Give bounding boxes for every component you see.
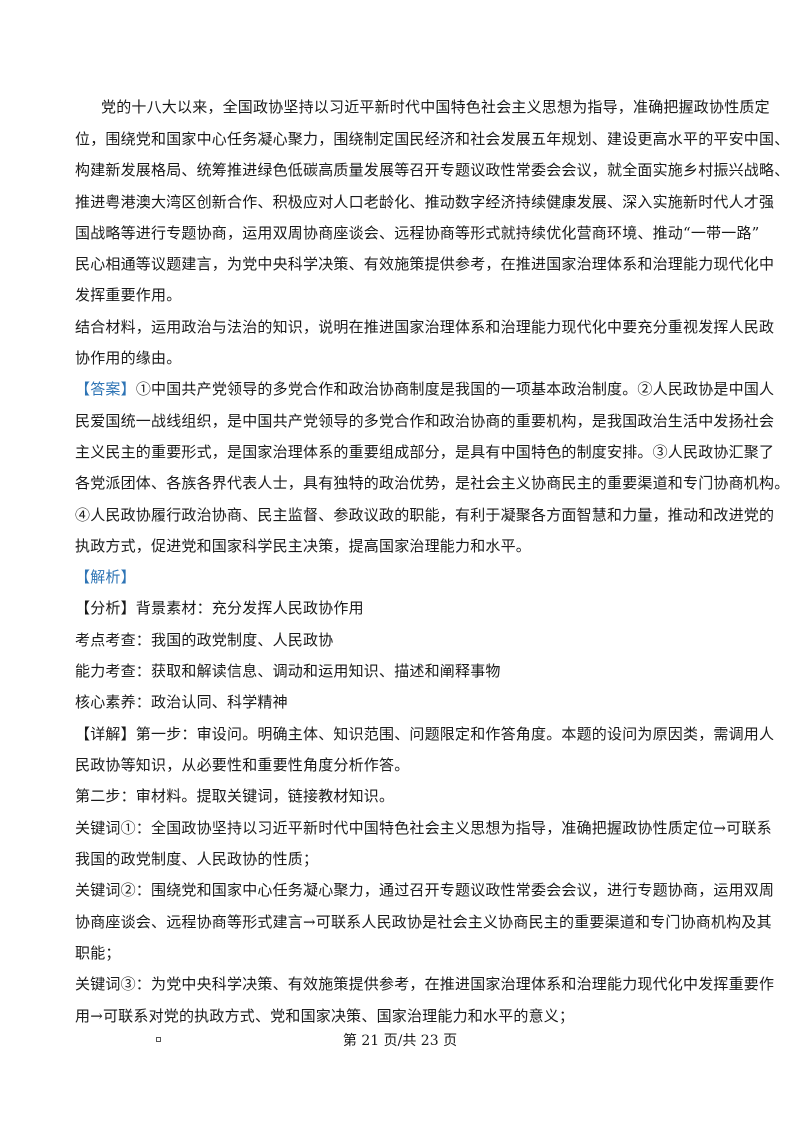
material-line: 推进粤港澳大湾区创新合作、积极应对人口老龄化、推动数字经济持续健康发展、深入实施… <box>75 193 775 211</box>
answer-line: 主义民主的重要形式，是国家治理体系的重要组成部分，是具有中国特色的制度安排。③人… <box>75 443 775 461</box>
material-line: 位，围绕党和国家中心任务凝心聚力，围绕制定国民经济和社会发展五年规划、建设更高水… <box>75 130 790 148</box>
analysis-tag: 【解析】 <box>75 568 136 586</box>
material-line: 发挥重要作用。 <box>75 286 182 304</box>
material-line: 党的十八大以来，全国政协坚持以习近平新时代中国特色社会主义思想为指导，准确把握政… <box>101 98 770 116</box>
answer-line: 民爱国统一战线组织，是中国共产党领导的多党合作和政治协商的重要机构，是我国政治生… <box>75 412 775 430</box>
answer-tag: 【答案】 <box>75 380 136 398</box>
analysis-line: 【分析】背景素材：充分发挥人民政协作用 <box>75 599 364 617</box>
analysis-line: 协商座谈会、远程协商等形式建言→可联系人民政协是社会主义协商民主的重要渠道和专门… <box>75 913 772 931</box>
analysis-line: 关键词②：围绕党和国家中心任务凝心聚力，通过召开专题议政性常委会会议，进行专题协… <box>75 881 775 899</box>
material-line: 构建新发展格局、统筹推进绿色低碳高质量发展等召开专题议政性常委会会议，就全面实施… <box>75 161 790 179</box>
analysis-line: 【详解】第一步：审设问。明确主体、知识范围、问题限定和作答角度。本题的设问为原因… <box>75 725 775 743</box>
page-number: 第 21 页/共 23 页 <box>342 1033 458 1049</box>
answer-text: ①中国共产党领导的多党合作和政治协商制度是我国的一项基本政治制度。②人民政协是中… <box>135 380 775 398</box>
analysis-line: 核心素养：政治认同、科学精神 <box>75 693 288 711</box>
analysis-line: 关键词③：为党中央科学决策、有效施策提供参考，在推进国家治理体系和治理能力现代化… <box>75 975 775 993</box>
analysis-line: 用→可联系对党的执政方式、党和国家决策、国家治理能力和水平的意义； <box>75 1007 575 1025</box>
analysis-line: 第二步：审材料。提取关键词，链接教材知识。 <box>75 787 395 805</box>
material-line: 民心相通等议题建言，为党中央科学决策、有效施策提供参考，在推进国家治理体系和治理… <box>75 255 775 273</box>
answer-line: ④人民政协履行政治协商、民主监督、参政议政的职能，有利于凝聚各方面智慧和力量，推… <box>75 506 775 524</box>
analysis-line: 考点考查：我国的政党制度、人民政协 <box>75 631 334 649</box>
analysis-line: 关键词①：全国政协坚持以习近平新时代中国特色社会主义思想为指导，准确把握政协性质… <box>75 819 772 837</box>
answer-line: 执政方式，促进党和国家科学民主决策，提高国家治理能力和水平。 <box>75 537 532 555</box>
small-square-mark <box>156 1037 161 1042</box>
analysis-line: 民政协等知识，从必要性和重要性角度分析作答。 <box>75 756 410 774</box>
answer-line: 各党派团体、各族各界代表人士，具有独特的政治优势，是社会主义协商民主的重要渠道和… <box>75 474 790 492</box>
answer-first-line: 【答案】①中国共产党领导的多党合作和政治协商制度是我国的一项基本政治制度。②人民… <box>75 379 774 399</box>
analysis-line: 职能； <box>75 944 121 962</box>
question-line: 结合材料，运用政治与法治的知识，说明在推进国家治理体系和治理能力现代化中要充分重… <box>75 318 775 336</box>
analysis-line: 能力考查：获取和解读信息、调动和运用知识、描述和阐释事物 <box>75 662 501 680</box>
analysis-line: 我国的政党制度、人民政协的性质； <box>75 850 319 868</box>
material-line: 国战略等进行专题协商，运用双周协商座谈会、远程协商等形式就持续优化营商环境、推动… <box>75 224 760 242</box>
question-line: 协作用的缘由。 <box>75 349 182 367</box>
